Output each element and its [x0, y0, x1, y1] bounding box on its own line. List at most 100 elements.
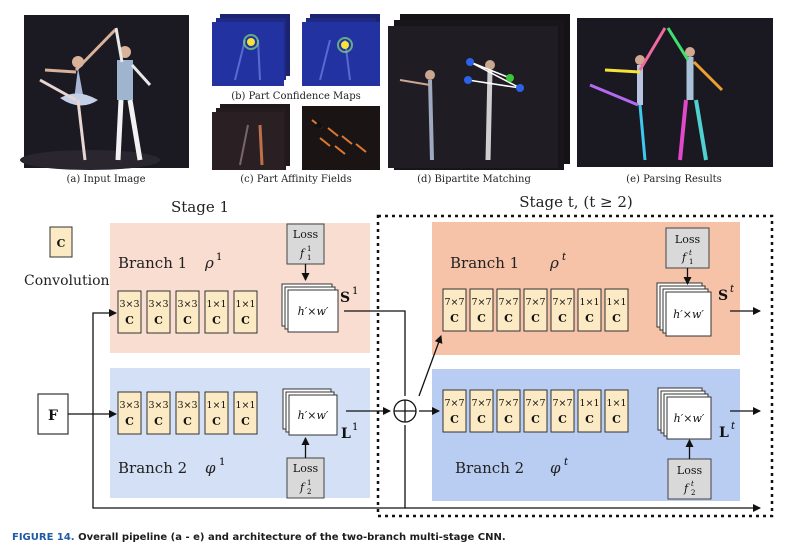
st-map-l: h′×w′	[657, 387, 712, 440]
st-map-s: h′×w′	[656, 282, 712, 337]
svg-text:1×1: 1×1	[606, 297, 626, 308]
st-branch2-sup: t	[564, 457, 569, 468]
svg-text:h′×w′: h′×w′	[674, 412, 705, 425]
svg-text:t: t	[691, 480, 694, 488]
staget-title: Stage t, (t ≥ 2)	[519, 193, 632, 211]
svg-text:C: C	[154, 314, 163, 327]
svg-text:7×7: 7×7	[498, 297, 518, 308]
svg-text:1×1: 1×1	[579, 297, 599, 308]
svg-text:7×7: 7×7	[552, 297, 572, 308]
st-b1-conv-7: 1×1C	[604, 288, 629, 332]
s1-branch2-func: φ	[205, 459, 216, 477]
s1-map-s: h′×w′	[281, 283, 339, 333]
stage1-title: Stage 1	[171, 198, 229, 216]
svg-text:7×7: 7×7	[444, 297, 464, 308]
st-b2-conv-2: 7×7C	[469, 389, 494, 433]
svg-text:7×7: 7×7	[498, 398, 518, 409]
svg-text:C: C	[450, 312, 459, 325]
st-b2-conv-1: 7×7C	[442, 389, 467, 433]
st-output-l: L	[719, 425, 729, 441]
s1-output-s: S	[340, 290, 350, 306]
parsing-results-photo	[577, 18, 773, 167]
svg-text:1: 1	[352, 286, 358, 297]
figure-caption-label: FIGURE 14.	[12, 532, 75, 543]
st-branch1-name: Branch 1	[450, 254, 519, 272]
st-b1-conv-1: 7×7C	[442, 288, 467, 332]
concat-plus-icon	[393, 399, 417, 423]
s1-b2-conv-5: 1×1C	[233, 391, 258, 435]
svg-text:C: C	[477, 413, 486, 426]
svg-text:C: C	[183, 415, 192, 428]
s1-b1-conv-1: 3×3C	[117, 290, 142, 334]
conv-blocks: 3×3C3×3C3×3C1×1C1×1C3×3C3×3C3×3C1×1C1×1C…	[117, 288, 629, 435]
figure-caption: FIGURE 14. Overall pipeline (a - e) and …	[12, 532, 506, 543]
s1-map-l: h′×w′	[282, 388, 338, 436]
panel-d-caption: (d) Bipartite Matching	[417, 174, 531, 185]
svg-text:1×1: 1×1	[235, 400, 255, 411]
svg-text:C: C	[154, 415, 163, 428]
panel-e-caption: (e) Parsing Results	[626, 174, 722, 185]
svg-text:1×1: 1×1	[606, 398, 626, 409]
svg-text:7×7: 7×7	[525, 297, 545, 308]
s1-branch1-sup: 1	[216, 252, 222, 263]
st-b1-conv-5: 7×7C	[550, 288, 575, 332]
svg-text:C: C	[504, 413, 513, 426]
svg-text:3×3: 3×3	[177, 299, 197, 310]
figure-caption-text: Overall pipeline (a - e) and architectur…	[78, 532, 506, 543]
st-branch2-func: φ	[550, 459, 561, 477]
s1-b1-conv-5: 1×1C	[233, 290, 258, 334]
svg-text:h′×w′: h′×w′	[298, 305, 329, 318]
st-branch1-func: ρ	[549, 254, 559, 272]
legend-label: Convolution	[24, 273, 110, 289]
svg-text:3×3: 3×3	[119, 299, 139, 310]
svg-text:t: t	[731, 421, 736, 432]
loss-st-b1: Loss f 1 t	[665, 227, 710, 269]
st-b1-conv-3: 7×7C	[496, 288, 521, 332]
confidence-maps-photo	[212, 14, 380, 86]
loss-st-b2: Loss f 2 t	[667, 458, 712, 500]
svg-text:f: f	[681, 251, 688, 264]
s1-output-l: L	[341, 426, 351, 442]
svg-text:C: C	[558, 312, 567, 325]
svg-text:7×7: 7×7	[552, 398, 572, 409]
st-b2-conv-7: 1×1C	[604, 389, 629, 433]
s1-b1-conv-2: 3×3C	[146, 290, 171, 334]
legend-conv-symbol: C	[57, 237, 66, 250]
st-b1-conv-6: 1×1C	[577, 288, 602, 332]
s1-b2-conv-4: 1×1C	[204, 391, 229, 435]
svg-text:1: 1	[352, 422, 358, 433]
svg-text:1: 1	[689, 258, 693, 266]
map-boxes: h′×w′ h′×w′ h′×w′ h′×w′	[281, 282, 712, 440]
s1-b2-conv-2: 3×3C	[146, 391, 171, 435]
s1-b1-conv-3: 3×3C	[175, 290, 200, 334]
s1-branch2-sup: 1	[219, 457, 225, 468]
svg-text:1: 1	[307, 254, 311, 262]
st-branch1-sup: t	[562, 252, 567, 263]
svg-text:3×3: 3×3	[148, 400, 168, 411]
svg-text:f: f	[299, 481, 306, 494]
svg-text:Loss: Loss	[675, 233, 701, 246]
svg-text:C: C	[183, 314, 192, 327]
svg-text:7×7: 7×7	[444, 398, 464, 409]
st-b1-conv-4: 7×7C	[523, 288, 548, 332]
st-b2-conv-6: 1×1C	[577, 389, 602, 433]
svg-text:f: f	[683, 482, 690, 495]
svg-text:t: t	[730, 284, 735, 295]
svg-text:C: C	[585, 413, 594, 426]
svg-text:C: C	[531, 413, 540, 426]
svg-text:7×7: 7×7	[471, 398, 491, 409]
svg-text:7×7: 7×7	[525, 398, 545, 409]
svg-text:C: C	[612, 312, 621, 325]
loss-s1-b1: Loss f 1 1	[286, 223, 325, 265]
bipartite-matching-photo	[388, 14, 570, 170]
s1-b2-conv-1: 3×3C	[117, 391, 142, 435]
s1-branch2-name: Branch 2	[118, 459, 187, 477]
st-b2-conv-5: 7×7C	[550, 389, 575, 433]
svg-text:C: C	[125, 314, 134, 327]
svg-text:C: C	[477, 312, 486, 325]
s1-branch1-name: Branch 1	[118, 254, 187, 272]
input-image-photo	[20, 15, 189, 170]
svg-text:C: C	[241, 415, 250, 428]
svg-text:1×1: 1×1	[206, 400, 226, 411]
svg-text:C: C	[585, 312, 594, 325]
